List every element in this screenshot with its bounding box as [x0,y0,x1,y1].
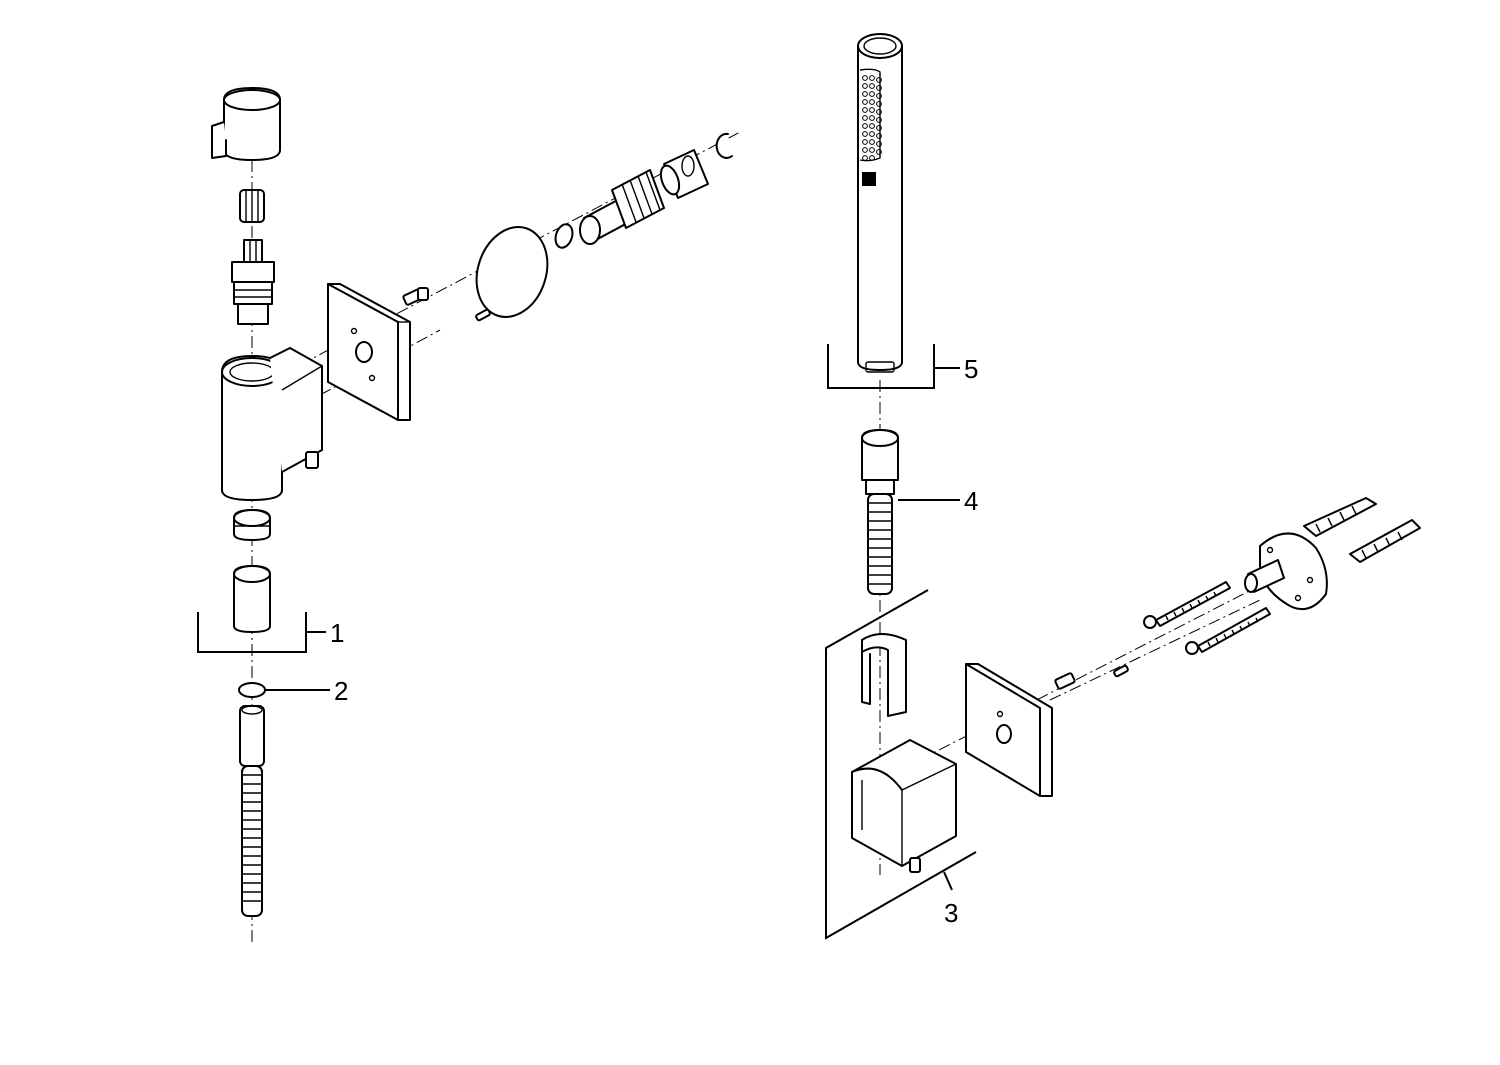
callout-4: 4 [964,486,978,516]
mounting-disc [1244,532,1328,610]
wall-plug-upper [1303,497,1377,537]
spline-adapter [239,189,265,223]
right-assembly: 5 4 3 [825,33,1421,940]
holder-wall-plate [965,663,1053,797]
holder-dowel-pin [1113,664,1129,678]
sleeve [233,565,271,633]
holder-set-screw [909,857,921,873]
mixer-body [221,347,323,501]
bracket-5 [827,344,935,389]
washer [238,682,266,698]
handle-cap [211,87,281,161]
frame-3 [825,589,977,940]
holder-body [851,739,957,867]
callout-5: 5 [964,354,978,384]
valve-cartridge [231,239,275,325]
wall-plug-lower [1349,519,1421,563]
cartridge-insert [659,149,709,199]
holder-insert [861,633,907,717]
check-valve-stem [579,169,665,245]
wall-plate [327,283,411,421]
wood-screw-upper [1143,581,1231,629]
holder-plate-screw [1054,672,1076,690]
wood-screw-lower [1185,607,1271,655]
right-diagonal-axis-lower [1049,599,1261,701]
leader-3 [943,871,953,891]
threaded-nut [233,509,271,541]
hose-right [861,429,899,595]
callout-3: 3 [944,898,958,928]
circlip [715,132,733,159]
hose-left [239,705,265,917]
brand-logo-mark [862,172,876,186]
large-o-ring [475,226,549,318]
spray-nozzle-pattern [859,68,881,162]
right-diagonal-axis-upper [899,564,1301,771]
callout-1: 1 [330,618,344,648]
small-o-ring [554,223,574,249]
set-screw [305,451,319,469]
plate-screw [402,287,429,306]
hand-shower [857,33,903,373]
left-assembly: 1 2 [197,87,741,945]
callout-2: 2 [334,676,348,706]
